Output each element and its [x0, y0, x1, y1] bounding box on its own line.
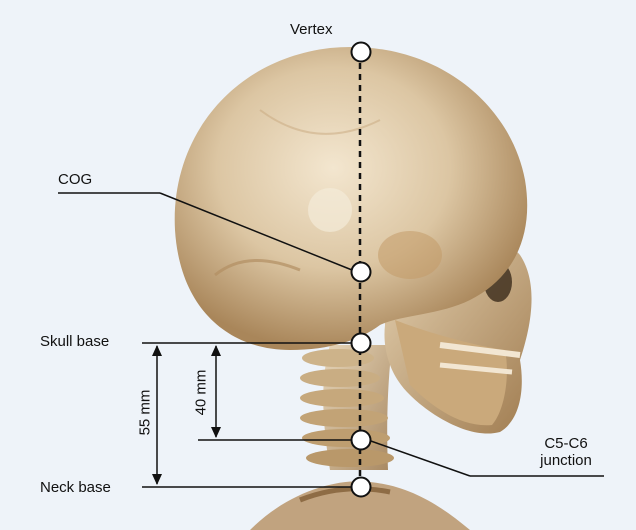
vertex-label: Vertex — [290, 21, 333, 38]
cog-marker — [352, 263, 371, 282]
neck-base-label: Neck base — [40, 479, 111, 496]
vertex-marker — [352, 43, 371, 62]
dim-55-label: 55 mm — [137, 388, 154, 438]
dim-40-arrowhead-top — [211, 345, 221, 356]
dim-55-arrowhead-bottom — [152, 474, 162, 485]
skull-base-label: Skull base — [40, 333, 109, 350]
dim-40-arrowhead-bottom — [211, 427, 221, 438]
cervical-spine — [300, 345, 394, 470]
c5c6-label-line1: C5-C6 — [528, 435, 604, 452]
skull-base-marker — [352, 334, 371, 353]
dim-40-label: 40 mm — [193, 368, 210, 418]
cog-label: COG — [58, 171, 92, 188]
c5c6-marker — [352, 431, 371, 450]
dim-55-arrowhead-top — [152, 345, 162, 356]
c5c6-junction-label: C5-C6 junction — [528, 435, 604, 469]
c5c6-label-line2: junction — [528, 452, 604, 469]
neck-base-marker — [352, 478, 371, 497]
